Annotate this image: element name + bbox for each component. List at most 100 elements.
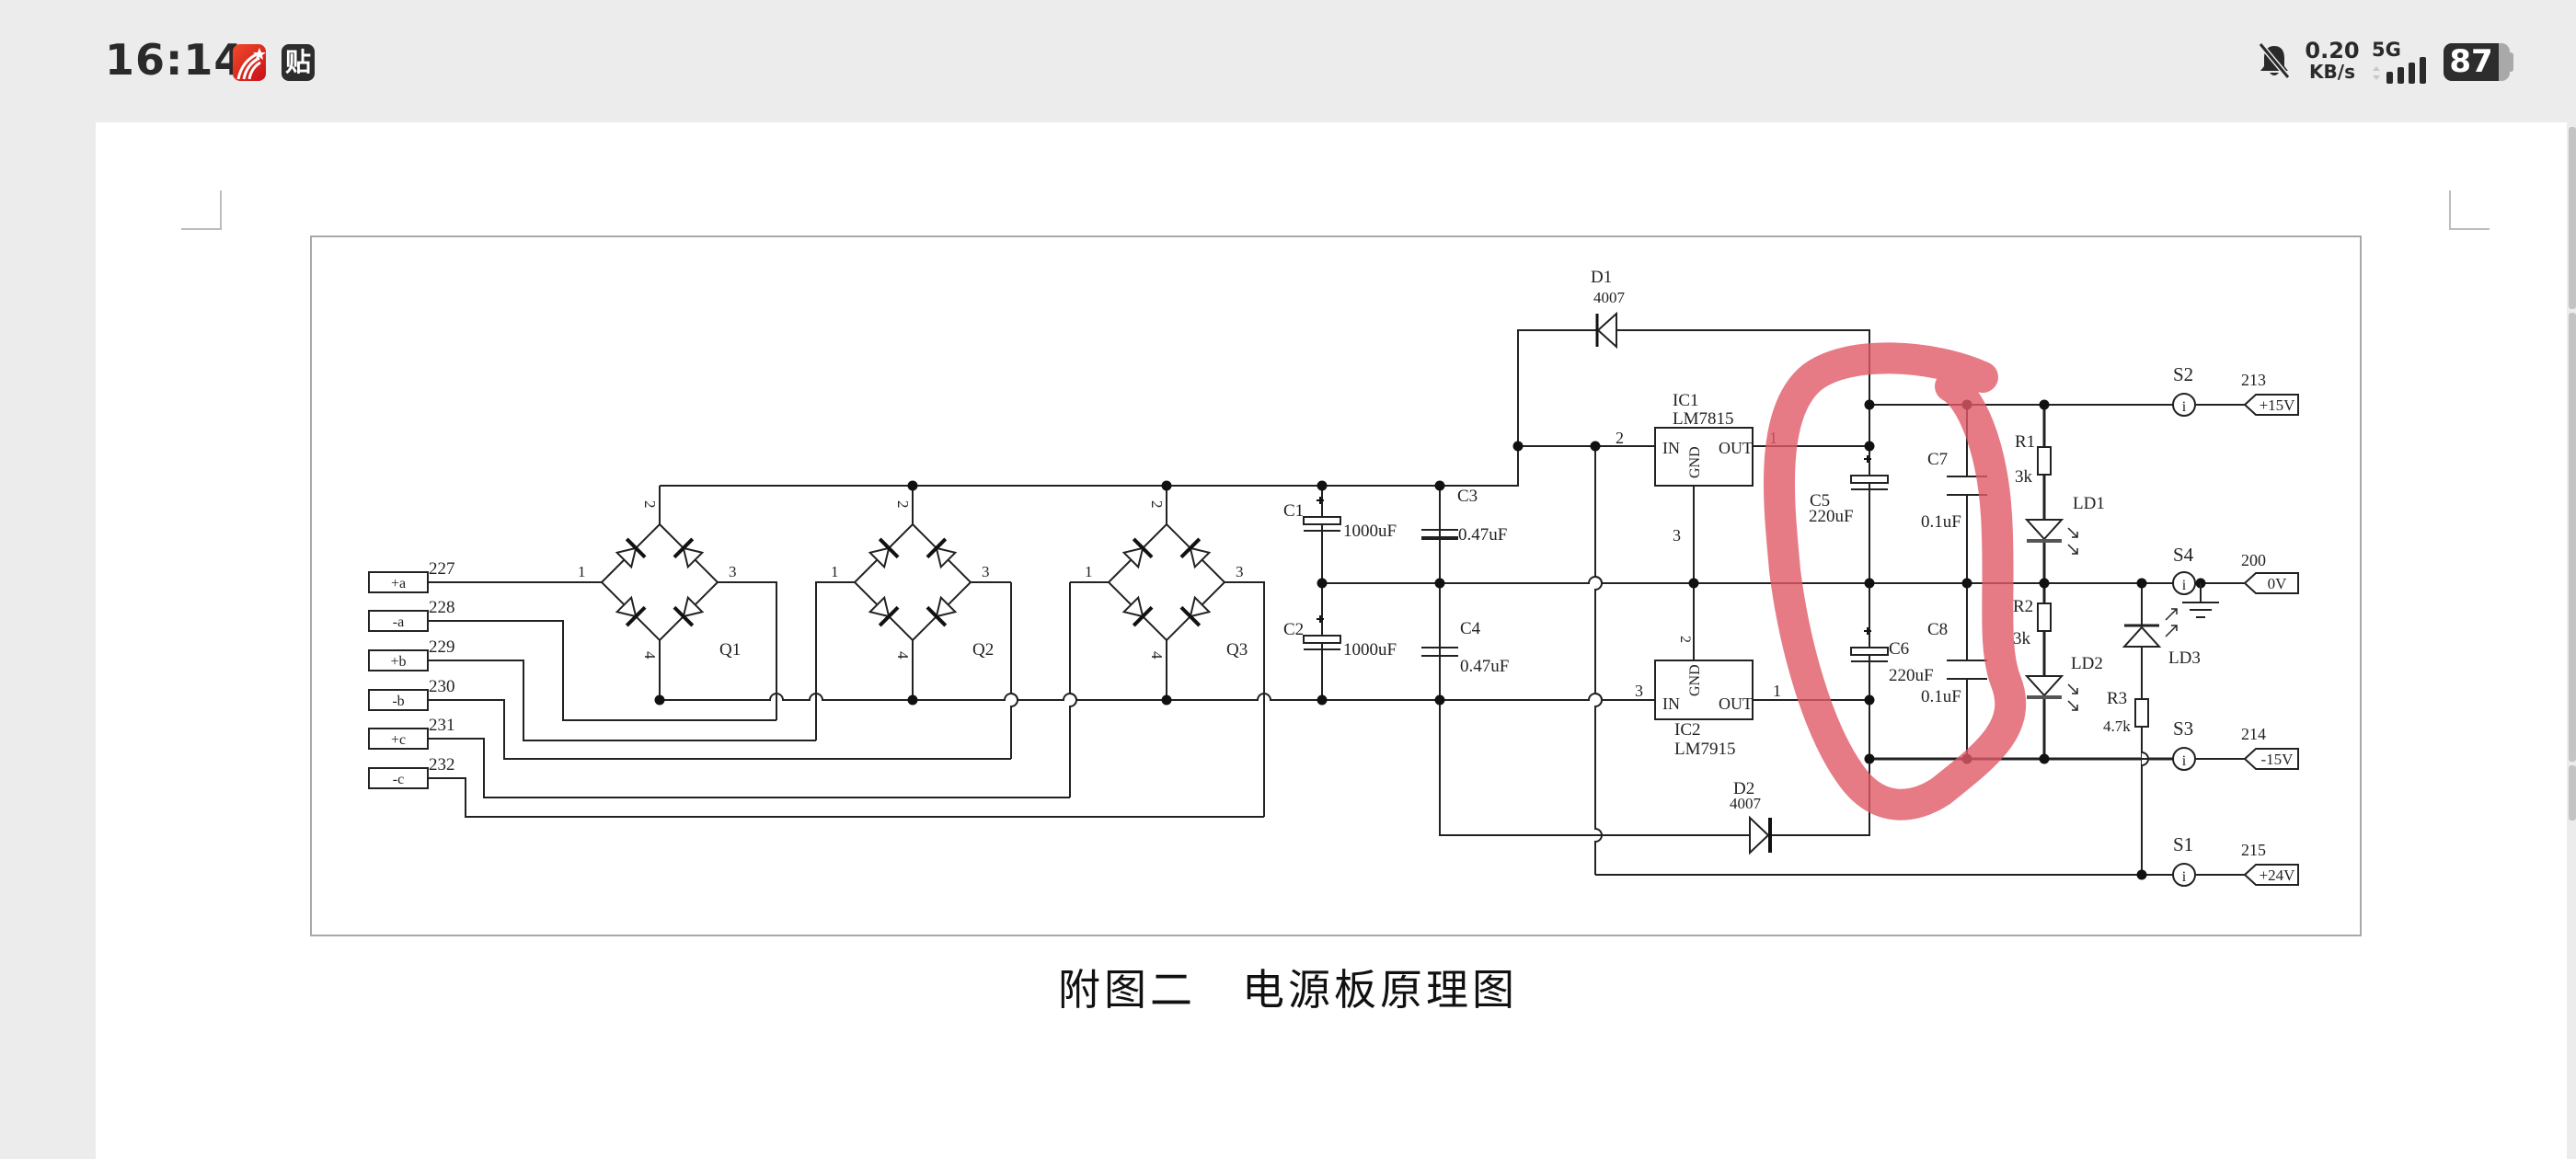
net-number: 227 xyxy=(429,559,455,579)
bridge-pin-number: 2 xyxy=(641,500,659,509)
regulator-pin-number: 3 xyxy=(1635,682,1643,700)
test-point-glyph: i xyxy=(2182,578,2187,593)
net-number: 214 xyxy=(2241,725,2266,743)
regulator-pin-gnd: GND xyxy=(1687,664,1703,696)
regulator-part: LM7915 xyxy=(1674,740,1736,759)
bridge-pin-number: 4 xyxy=(1148,651,1166,660)
figure-frame xyxy=(310,235,2362,936)
bridge-rectifier-q3 xyxy=(1107,522,1226,642)
output-flag-label: +24V xyxy=(2260,866,2296,884)
led-ld3 xyxy=(2122,608,2178,648)
capacitor-value: 1000uF xyxy=(1343,522,1397,541)
capacitor-value: 0.1uF xyxy=(1921,687,1961,706)
diode-icon xyxy=(926,537,958,569)
ground-icon xyxy=(2182,583,2219,618)
diode-bar xyxy=(1132,605,1154,627)
input-terminal-label: -b xyxy=(392,694,404,709)
diode-ref: D2 xyxy=(1733,779,1754,798)
scrollbar-thumb[interactable] xyxy=(2569,313,2576,762)
capacitor-c1-plate-positive xyxy=(1303,516,1341,525)
bridge-ref: Q1 xyxy=(719,640,741,660)
test-point-ref: S4 xyxy=(2173,544,2194,566)
junction-dot xyxy=(1434,578,1445,589)
arrow-head xyxy=(2171,625,2178,631)
regulator-pin-in: IN xyxy=(1662,439,1680,457)
arrow-head xyxy=(2072,688,2078,694)
junction-dot xyxy=(1864,694,1875,706)
wire xyxy=(660,446,1519,487)
net-number: 229 xyxy=(429,637,455,657)
battery-empty-portion xyxy=(2499,43,2510,81)
network-speed-value: 0.20 xyxy=(2305,38,2360,63)
test-point-icon xyxy=(2172,863,2196,887)
regulator-ic1 xyxy=(1654,427,1754,487)
test-point-icon xyxy=(2172,747,2196,771)
junction-dot xyxy=(1161,480,1172,491)
bell-off-icon xyxy=(2258,42,2291,79)
resistor-ref: R3 xyxy=(2107,689,2127,708)
junction-dot xyxy=(1317,480,1328,491)
bridge-pin-number: 1 xyxy=(1085,563,1093,580)
test-point-icon xyxy=(2172,393,2196,417)
clock: 16:14 xyxy=(105,35,245,85)
led-triangle xyxy=(2024,675,2064,697)
test-point-ref: S1 xyxy=(2173,833,2193,855)
output-flag xyxy=(2243,748,2299,770)
capacitor-value: 220uF xyxy=(1809,507,1854,526)
light-arrows-icon xyxy=(2067,683,2078,711)
regulator-ic2 xyxy=(1654,660,1754,720)
diode-icon xyxy=(673,537,705,569)
regulator-ref: IC2 xyxy=(1674,720,1701,740)
diode-icon xyxy=(1121,595,1154,627)
input-terminal xyxy=(368,689,429,711)
diode-triangle xyxy=(935,546,958,569)
diode-bar xyxy=(673,537,695,559)
arrow-head xyxy=(2072,532,2078,538)
output-flag-label: -15V xyxy=(2261,751,2294,768)
junction-dot xyxy=(1590,441,1601,452)
battery-indicator: 87 xyxy=(2444,43,2499,81)
junction-dot xyxy=(1688,578,1699,589)
regulator-pin-out: OUT xyxy=(1719,694,1753,713)
regulator-ref: IC1 xyxy=(1673,391,1699,410)
regulator-pin-in: IN xyxy=(1662,694,1680,713)
diode-bar xyxy=(1179,605,1202,627)
diode-triangle xyxy=(868,546,891,569)
wire xyxy=(1439,700,1766,836)
capacitor-value: 0.47uF xyxy=(1458,525,1507,545)
resistor-value: 4.7k xyxy=(2103,717,2131,735)
diode-ref: D1 xyxy=(1591,268,1612,287)
input-terminal xyxy=(368,571,429,593)
bridge-ref: Q3 xyxy=(1226,640,1248,660)
regulator-pin-number: 3 xyxy=(1673,526,1681,545)
arrow-head xyxy=(2171,608,2178,614)
bridge-pin-number: 4 xyxy=(641,651,659,660)
network-speed-unit: KB/s xyxy=(2309,61,2355,83)
net-number: 200 xyxy=(2241,551,2266,569)
input-terminal xyxy=(368,610,429,632)
wire xyxy=(428,777,1264,818)
diode-triangle xyxy=(868,595,891,618)
test-point-glyph: i xyxy=(2182,869,2187,885)
diode-triangle xyxy=(935,595,958,618)
scrollbar-track-upper[interactable] xyxy=(2569,127,2576,309)
diode-triangle xyxy=(1121,546,1144,569)
diode-bar xyxy=(878,605,900,627)
output-flag-label: 0V xyxy=(2268,575,2288,592)
resistor-r3 xyxy=(2134,698,2149,728)
diode-triangle xyxy=(615,546,638,569)
led-ld1 xyxy=(2024,519,2078,555)
regulator-pin-out: OUT xyxy=(1719,439,1753,457)
test-point-glyph: i xyxy=(2182,753,2187,769)
diode-icon xyxy=(868,595,900,627)
test-point-ref: S2 xyxy=(2173,363,2193,385)
input-terminal-label: -c xyxy=(393,772,404,787)
input-terminal xyxy=(368,728,429,750)
diode-value: 4007 xyxy=(1730,795,1762,812)
test-point-icon xyxy=(2172,571,2196,595)
output-flag xyxy=(2243,864,2299,886)
bridge-rectifier-q2 xyxy=(853,522,972,642)
scrollbar-track-lower[interactable] xyxy=(2569,765,2576,820)
regulator-pin-gnd: GND xyxy=(1687,446,1703,478)
